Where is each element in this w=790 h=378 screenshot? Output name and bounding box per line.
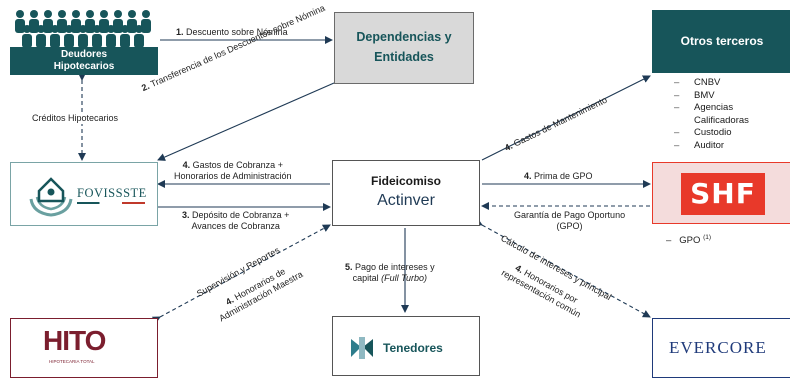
- label-honorarios-admin: 4. Honorarios de Administración Maestra: [212, 259, 305, 324]
- list-item: Auditor: [670, 140, 790, 153]
- label-mantenimiento: 4. Gastos de Mantenimiento: [503, 95, 609, 154]
- otros-terceros-title: Otros terceros: [680, 34, 764, 48]
- deudores-line2: Hipotecarios: [53, 61, 115, 72]
- label-num: 4.: [182, 160, 191, 170]
- label-pago: 5. Pago de intereses y capital (Full Tur…: [345, 262, 435, 284]
- label-text: Transferencia de los Descuentos sobre Nó…: [149, 2, 327, 90]
- label-line1: Garantía de Pago Oportuno: [514, 210, 626, 220]
- list-item: BMV: [670, 90, 790, 103]
- arrow-transferencia: [157, 82, 335, 161]
- label-gastos-cobranza: 4. Gastos de Cobranza + Honorarios de Ad…: [174, 160, 292, 182]
- fovissste-name: FOVISSSTE: [77, 186, 147, 200]
- shf-box: SHF: [652, 162, 790, 224]
- gpo-note: –GPO (1): [666, 234, 712, 247]
- label-transferencia: 2. Transferencia de los Descuentos sobre…: [140, 3, 327, 94]
- gpo-note-sup: (1): [703, 234, 712, 241]
- evercore-box: EVERCORE: [652, 318, 790, 378]
- list-item: CNBV: [670, 77, 790, 90]
- fideicomiso-line1: Fideicomiso: [370, 174, 441, 188]
- label-prima: 4. Prima de GPO: [524, 171, 593, 182]
- label-line1: Pago de intereses y: [355, 262, 435, 272]
- label-line1: Depósito de Cobranza +: [192, 210, 290, 220]
- tenedores-box: Tenedores: [332, 316, 480, 376]
- deudores-line1: Deudores: [60, 49, 108, 60]
- dependencias-line1: Dependencias y: [356, 30, 452, 44]
- label-text: Gastos de Mantenimiento: [512, 94, 609, 149]
- label-line2: Avances de Cobranza: [191, 221, 280, 231]
- hito-sub: HIPOTECARIA TOTAL: [49, 359, 95, 364]
- hito-logo: HITO: [43, 325, 106, 356]
- label-line1: Gastos de Cobranza +: [192, 160, 283, 170]
- label-num: 4.: [524, 171, 532, 181]
- label-creditos: Créditos Hipotecarios: [30, 113, 121, 124]
- fovissste-underline: [77, 202, 145, 204]
- fovissste-box: FOVISSSTE: [10, 162, 158, 226]
- shf-logo-text: SHF: [690, 177, 756, 210]
- list-item: Custodio: [670, 127, 790, 140]
- label-deposito: 3. Depósito de Cobranza + Avances de Cob…: [182, 210, 289, 232]
- label-descuento: 1. Descuento sobre Nómina: [176, 27, 288, 38]
- label-num: 3.: [182, 210, 190, 220]
- otros-terceros-list: CNBV BMV Agencias Calificadoras Custodio…: [670, 77, 790, 152]
- fideicomiso-box: Fideicomiso Actinver: [332, 160, 480, 226]
- label-line2b: (Full Turbo): [381, 273, 427, 283]
- fideicomiso-line2: Actinver: [377, 192, 435, 209]
- fovissste-logo-icon: [29, 177, 73, 217]
- label-num: 5.: [345, 262, 353, 272]
- otros-terceros-box: Otros terceros: [652, 10, 790, 73]
- deudores-box: Deudores Hipotecarios: [10, 47, 158, 75]
- gpo-note-label: GPO: [679, 235, 701, 247]
- hito-box: HITO HIPOTECARIA TOTAL: [10, 318, 158, 378]
- shf-logo: SHF: [681, 173, 765, 215]
- dependencias-line2: Entidades: [374, 50, 434, 64]
- label-num: 1.: [176, 27, 184, 37]
- label-text: Descuento sobre Nómina: [186, 27, 288, 37]
- evercore-name: EVERCORE: [669, 338, 767, 357]
- dependencias-box: Dependencias y Entidades: [334, 12, 474, 84]
- label-text: Prima de GPO: [534, 171, 593, 181]
- tenedores-logo-icon: [351, 337, 373, 359]
- people-icon: [14, 8, 157, 48]
- tenedores-label: Tenedores: [383, 341, 443, 355]
- label-line2: (GPO): [556, 221, 583, 231]
- label-line2a: capital: [352, 273, 382, 283]
- list-item: Agencias Calificadoras: [670, 102, 790, 127]
- label-garantia: Garantía de Pago Oportuno (GPO): [514, 210, 625, 232]
- label-line2: Honorarios de Administración: [174, 171, 292, 181]
